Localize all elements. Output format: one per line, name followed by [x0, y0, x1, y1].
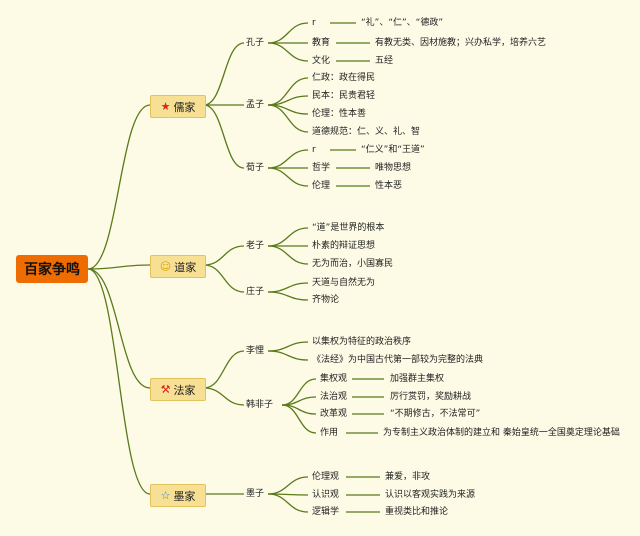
school-label-ru: 儒家 — [173, 100, 196, 114]
laozi-item: “道”是世界的根本 — [312, 223, 385, 233]
school-node-fa[interactable]: ⚒ 法家 — [150, 378, 206, 401]
person-to-item-edge — [267, 493, 309, 513]
person-to-item-edge — [267, 42, 309, 62]
hanfeizi-key: 改革观 — [320, 409, 348, 419]
mozi-value: 兼爱，非攻 — [385, 472, 431, 482]
hanfeizi-value: 加强群主集权 — [390, 374, 445, 384]
zhuangzi-item: 天道与自然无为 — [312, 278, 376, 288]
school-to-person-edge — [203, 42, 245, 106]
person-to-item-edge — [267, 282, 309, 293]
hanfeizi-key: 作用 — [320, 428, 339, 438]
kongzi-value: “礼”、“仁”、“德政” — [361, 18, 443, 28]
person-to-item-edge — [267, 476, 309, 495]
person-laozi[interactable]: 老子 — [246, 241, 265, 251]
mengzi-item: 民本：民贵君轻 — [312, 91, 376, 101]
root-to-school-edge — [87, 264, 151, 270]
person-mengzi[interactable]: 孟子 — [246, 100, 265, 110]
person-to-item-edge — [267, 227, 309, 247]
hanfeizi-value: 为专制主义政治体制的建立和 秦始皇统一全国奠定理论基础 — [383, 428, 620, 438]
laozi-item: 朴素的辩证思想 — [312, 241, 376, 251]
school-node-dao[interactable]: ☺ 道家 — [150, 255, 206, 278]
mozi-key: 逻辑学 — [312, 507, 340, 517]
mengzi-item: 仁政：政在得民 — [312, 73, 376, 83]
mozi-value: 认识以客观实践为来源 — [385, 490, 476, 500]
kongzi-value: 有教无类、因材施教；兴办私学，培养六艺 — [375, 38, 547, 48]
xunzi-value: “仁义”和“王道” — [361, 145, 425, 155]
hanfeizi-value: 厉行赏罚，奖励耕战 — [390, 392, 472, 402]
xunzi-value: 唯物思想 — [375, 163, 412, 173]
kongzi-value: 五经 — [375, 56, 394, 66]
xunzi-key: 哲学 — [312, 163, 331, 173]
hanfeizi-key: 集权观 — [320, 374, 348, 384]
hammer-sickle-icon: ⚒ — [160, 383, 171, 396]
person-to-item-edge — [267, 341, 309, 352]
school-to-person-edge — [203, 350, 245, 389]
school-to-person-edge — [203, 264, 245, 293]
person-to-item-edge — [267, 291, 309, 301]
likui-item: 《法经》为中国古代第一部较为完整的法典 — [312, 355, 484, 365]
root-to-school-edge — [87, 268, 151, 389]
laozi-item: 无为而治，小国寡民 — [312, 259, 394, 269]
school-to-person-edge — [203, 104, 245, 169]
root-to-school-edge — [87, 104, 151, 270]
person-xunzi[interactable]: 荀子 — [246, 163, 265, 173]
zhuangzi-item: 齐物论 — [312, 295, 340, 305]
person-to-item-edge — [267, 350, 309, 361]
sun-face-icon: ☺ — [159, 260, 172, 273]
school-to-person-edge — [203, 245, 245, 266]
person-to-item-edge — [267, 149, 309, 169]
hanfeizi-value: “不期修古，不法常可” — [390, 409, 481, 419]
kongzi-key: 教育 — [312, 38, 331, 48]
person-to-item-edge — [267, 104, 309, 133]
person-to-item-edge — [267, 167, 309, 187]
person-mozi[interactable]: 墨子 — [246, 489, 265, 499]
school-node-mo[interactable]: ☆ 墨家 — [150, 484, 206, 507]
person-to-item-edge — [281, 404, 317, 434]
school-node-ru[interactable]: ★ 儒家 — [150, 95, 206, 118]
xunzi-key: 伦理 — [312, 181, 331, 191]
person-zhuangzi[interactable]: 庄子 — [246, 287, 265, 297]
school-to-person-edge — [203, 387, 245, 406]
mengzi-item: 道德规范：仁、义、礼、智 — [312, 127, 421, 137]
mozi-key: 认识观 — [312, 490, 340, 500]
person-hanfeizi[interactable]: 韩非子 — [246, 400, 274, 410]
star-icon: ★ — [160, 100, 171, 113]
mozi-value: 重视类比和推论 — [385, 507, 449, 517]
xunzi-key: r — [312, 145, 316, 155]
mengzi-item: 伦理：性本善 — [312, 109, 367, 119]
outline-star-icon: ☆ — [160, 489, 171, 502]
school-label-fa: 法家 — [173, 383, 196, 397]
kongzi-key: r — [312, 18, 316, 28]
mozi-key: 伦理观 — [312, 472, 340, 482]
xunzi-value: 性本恶 — [375, 181, 403, 191]
person-likui[interactable]: 李悝 — [246, 346, 265, 356]
likui-item: 以集权为特征的政治秩序 — [312, 337, 412, 347]
root-node[interactable]: 百家争鸣 — [16, 255, 88, 283]
hanfeizi-key: 法治观 — [320, 392, 348, 402]
root-to-school-edge — [87, 268, 151, 495]
person-to-item-edge — [267, 22, 309, 44]
kongzi-key: 文化 — [312, 56, 331, 66]
person-kongzi[interactable]: 孔子 — [246, 38, 265, 48]
school-label-mo: 墨家 — [173, 489, 196, 503]
person-to-item-edge — [267, 245, 309, 265]
school-label-dao: 道家 — [174, 260, 197, 274]
